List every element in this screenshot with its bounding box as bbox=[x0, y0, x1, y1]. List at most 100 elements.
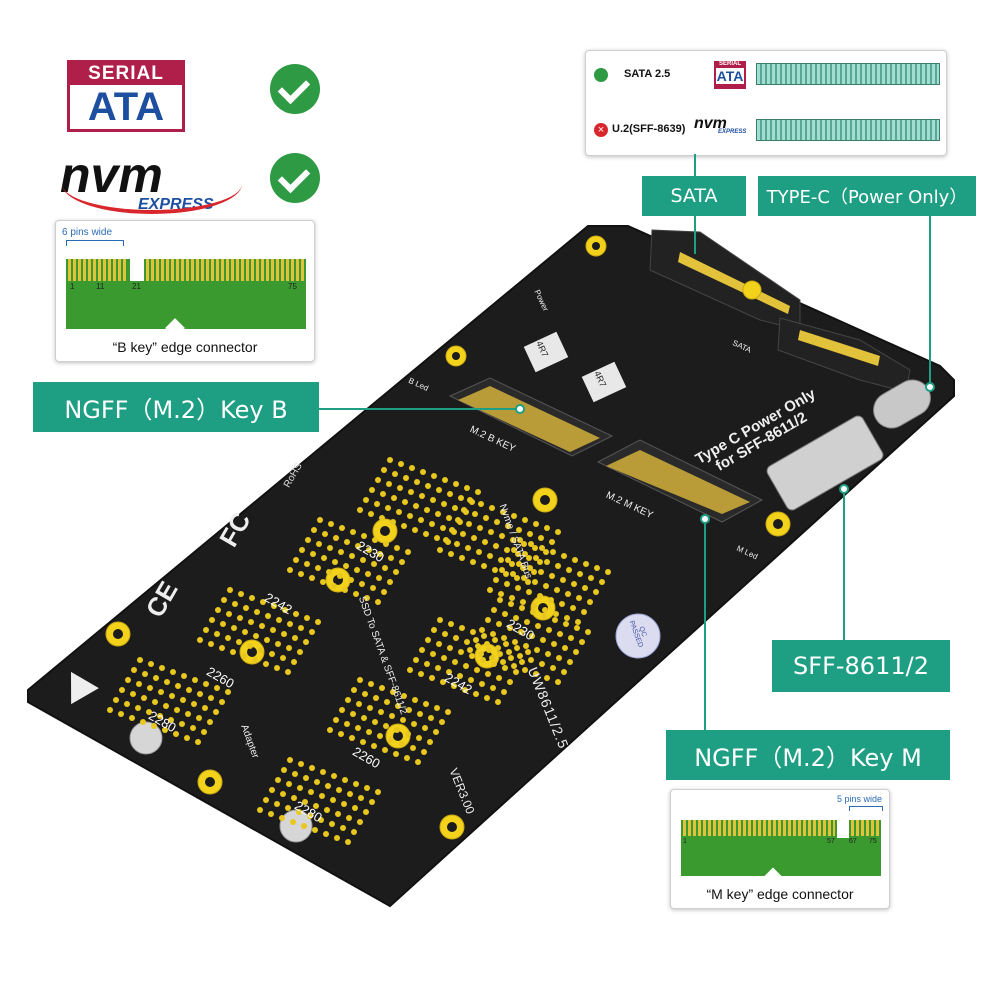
solder-pad bbox=[170, 669, 176, 675]
solder-pad bbox=[548, 597, 554, 603]
solder-pad bbox=[360, 557, 366, 563]
compat-row1-label: SATA 2.5 bbox=[624, 68, 671, 80]
solder-pad bbox=[412, 697, 418, 703]
solder-pad bbox=[137, 657, 143, 663]
solder-pad bbox=[526, 555, 532, 561]
solder-pad bbox=[370, 585, 376, 591]
m-key-notch bbox=[837, 820, 849, 838]
solder-pad bbox=[561, 669, 567, 675]
solder-pad bbox=[387, 579, 393, 585]
solder-pad bbox=[319, 793, 325, 799]
solder-pad bbox=[421, 749, 427, 755]
solder-pad bbox=[214, 631, 220, 637]
solder-pad bbox=[445, 709, 451, 715]
solder-pad bbox=[511, 513, 517, 519]
solder-pad bbox=[343, 563, 349, 569]
solder-pad bbox=[202, 705, 208, 711]
m-key-pin-1: 1 bbox=[683, 838, 687, 845]
sata-tag: SATA bbox=[642, 176, 746, 216]
solder-pad bbox=[203, 681, 209, 687]
solder-pad bbox=[533, 555, 539, 561]
solder-pad bbox=[491, 607, 497, 613]
solder-pad bbox=[243, 605, 249, 611]
solder-pad bbox=[355, 725, 361, 731]
solder-pad bbox=[582, 585, 588, 591]
solder-pad bbox=[209, 617, 215, 623]
solder-pad bbox=[417, 711, 423, 717]
sff-tag: SFF-8611/2 bbox=[772, 640, 950, 692]
solder-pad bbox=[489, 505, 495, 511]
solder-pad bbox=[535, 623, 541, 629]
compatibility-box: SATA 2.5 SERIAL ATA × U.2(SFF-8639) nvm … bbox=[585, 50, 947, 156]
solder-pad bbox=[495, 699, 501, 705]
solder-pad bbox=[550, 665, 556, 671]
solder-pad bbox=[333, 717, 339, 723]
solder-pad bbox=[503, 641, 509, 647]
solder-pad bbox=[292, 635, 298, 641]
solder-pad bbox=[185, 711, 191, 717]
solder-pad bbox=[546, 627, 552, 633]
solder-pad bbox=[447, 491, 453, 497]
solder-pad bbox=[201, 729, 207, 735]
solder-pad bbox=[407, 513, 413, 519]
solder-pad bbox=[544, 559, 550, 565]
solder-pad bbox=[469, 653, 475, 659]
solder-pad bbox=[431, 627, 437, 633]
solder-pad bbox=[559, 601, 565, 607]
solder-pad bbox=[389, 713, 395, 719]
solder-pad bbox=[539, 661, 545, 667]
solder-pad bbox=[131, 667, 137, 673]
solder-pad bbox=[448, 621, 454, 627]
solder-pad bbox=[498, 557, 504, 563]
solder-pad bbox=[412, 527, 418, 533]
solder-pad bbox=[556, 655, 562, 661]
solder-pad bbox=[486, 647, 492, 653]
solder-pad bbox=[280, 791, 286, 797]
solder-pad bbox=[470, 629, 476, 635]
solder-pad bbox=[348, 577, 354, 583]
solder-pad bbox=[593, 589, 599, 595]
solder-pad bbox=[142, 671, 148, 677]
solder-pad bbox=[453, 481, 459, 487]
key-m-line-vertical bbox=[704, 520, 706, 730]
solder-pad bbox=[326, 569, 332, 575]
solder-pad bbox=[441, 501, 447, 507]
solder-pad bbox=[458, 495, 464, 501]
typec-tag: TYPE-C（Power Only） bbox=[758, 176, 976, 216]
solder-pad bbox=[474, 667, 480, 673]
solder-pad bbox=[353, 591, 359, 597]
solder-pad bbox=[493, 543, 499, 549]
solder-pad bbox=[429, 675, 435, 681]
solder-pad bbox=[494, 519, 500, 525]
solder-pad bbox=[564, 615, 570, 621]
solder-pad bbox=[437, 617, 443, 623]
solder-pad bbox=[488, 529, 494, 535]
solder-pad bbox=[347, 791, 353, 797]
solder-pad bbox=[561, 553, 567, 559]
solder-pad bbox=[236, 639, 242, 645]
inductor-2 bbox=[581, 361, 627, 403]
solder-pad bbox=[119, 687, 125, 693]
solder-pad bbox=[287, 567, 293, 573]
solder-pad bbox=[286, 781, 292, 787]
solder-pad bbox=[563, 621, 569, 627]
solder-pad bbox=[383, 541, 389, 547]
solder-pad bbox=[388, 737, 394, 743]
solder-pad bbox=[365, 571, 371, 577]
solder-pad bbox=[428, 715, 434, 721]
solder-pad bbox=[275, 641, 281, 647]
solder-pad bbox=[478, 501, 484, 507]
solder-pad bbox=[371, 743, 377, 749]
solder-pad bbox=[485, 617, 491, 623]
solder-pad bbox=[463, 663, 469, 669]
solder-pad bbox=[181, 673, 187, 679]
solder-pad bbox=[460, 531, 466, 537]
solder-pad bbox=[467, 497, 473, 503]
solder-pad bbox=[470, 559, 476, 565]
solder-pad bbox=[338, 731, 344, 737]
solder-pad bbox=[496, 675, 502, 681]
solder-pad bbox=[366, 729, 372, 735]
solder-pad bbox=[545, 651, 551, 657]
solder-pad bbox=[249, 595, 255, 601]
